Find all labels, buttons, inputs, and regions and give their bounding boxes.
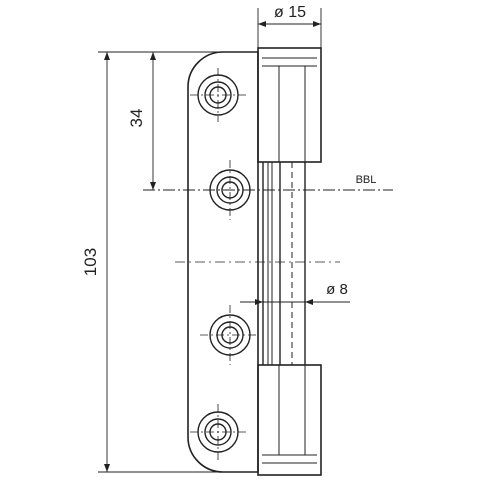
hinge-knuckle-top: [257, 47, 322, 163]
pin-diameter-dimension: [240, 299, 350, 305]
offset-label: 34: [127, 109, 146, 128]
screw-hole-1: [190, 68, 246, 122]
hinge-leaf-plate: [187, 51, 259, 473]
hinge-knuckle-bottom: [257, 364, 322, 476]
top-diameter-label: ø 15: [274, 4, 306, 21]
pin-diameter-label: ø 8: [326, 281, 348, 298]
overall-height-dimension: [98, 51, 223, 473]
bbl-label: BBL: [356, 174, 377, 186]
total-height-label: 103: [81, 248, 100, 276]
hinge-pin-section: [262, 162, 306, 365]
screw-hole-4: [190, 404, 246, 460]
screw-hole-3: [200, 305, 258, 365]
top-diameter-dimension: [257, 8, 322, 48]
offset-dimension: [150, 52, 156, 190]
